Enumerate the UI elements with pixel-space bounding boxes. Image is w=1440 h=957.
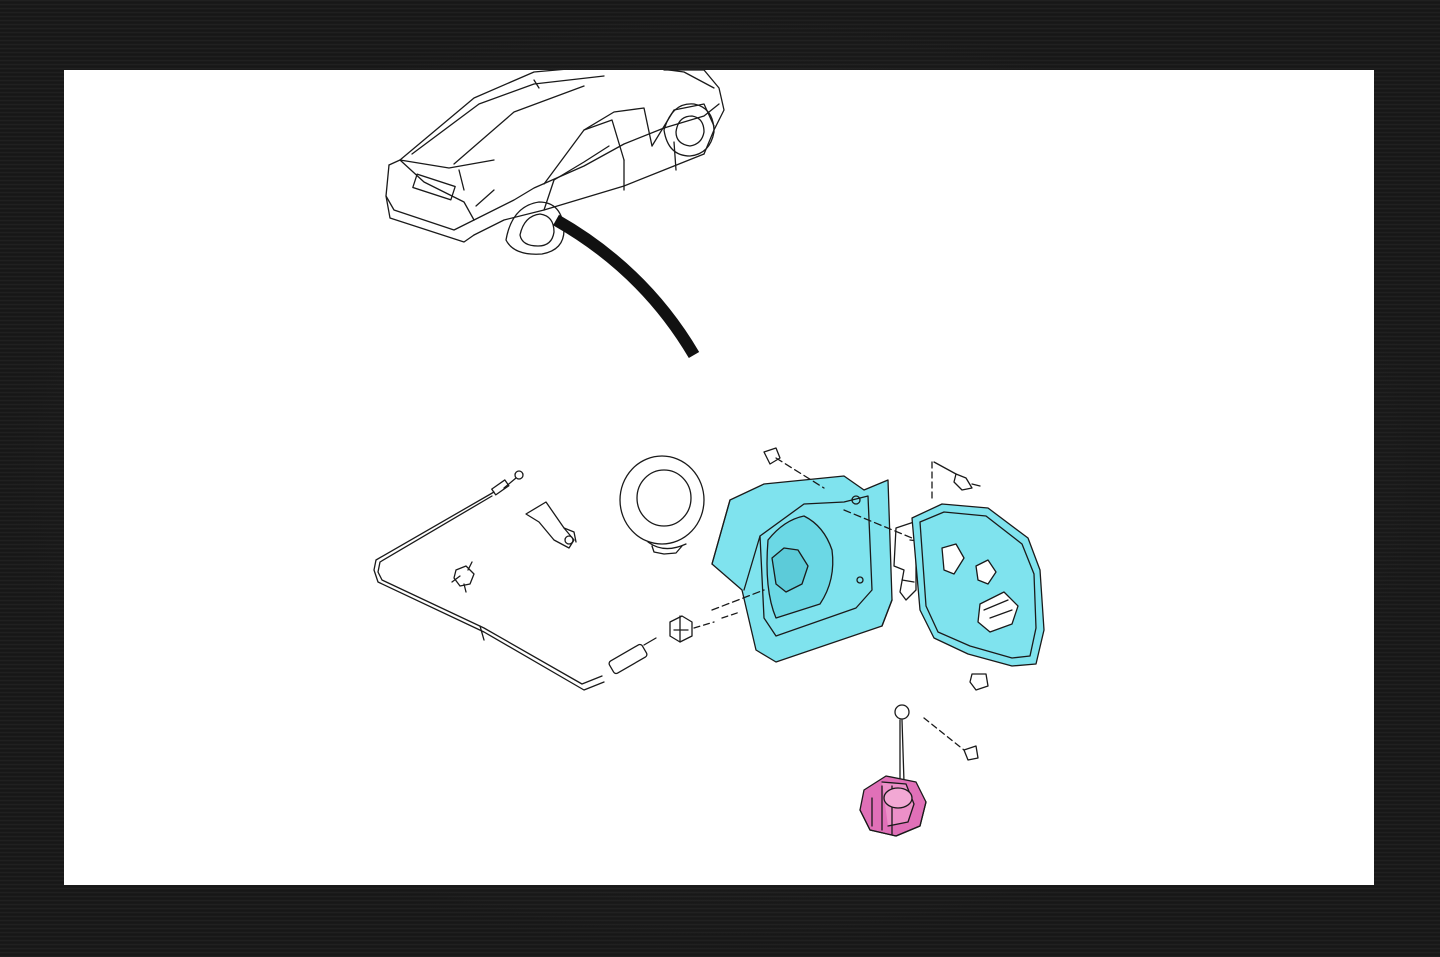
release-cable xyxy=(373,470,657,691)
vehicle-illustration xyxy=(385,70,725,255)
screws xyxy=(711,447,989,761)
filler-housing xyxy=(711,475,893,663)
leader-arc xyxy=(553,214,700,359)
fuel-door-exploded-diagram xyxy=(373,70,1045,837)
filler-neck-seal-ring xyxy=(619,455,705,555)
diagram-canvas xyxy=(64,70,1374,885)
grommet xyxy=(669,611,741,643)
fuel-door xyxy=(911,503,1045,667)
fuel-cap xyxy=(859,704,927,837)
cable-clip xyxy=(451,561,475,593)
cable-holder xyxy=(525,501,577,549)
